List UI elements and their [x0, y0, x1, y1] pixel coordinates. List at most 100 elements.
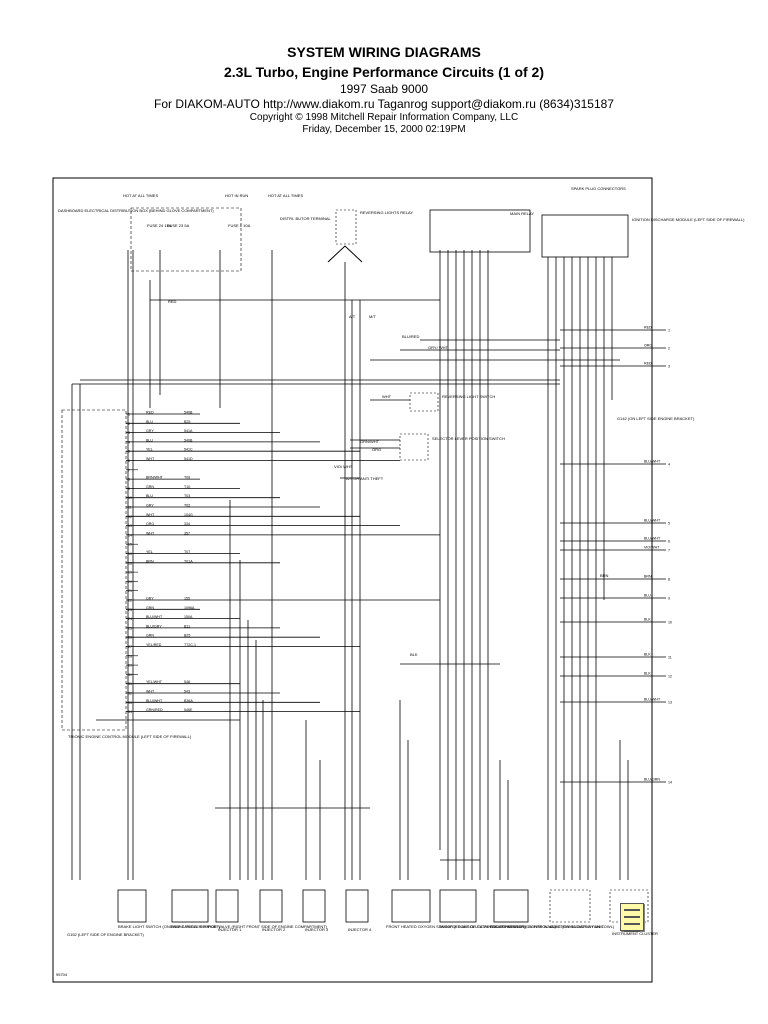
wire-label-blu-red: BLU/RED: [402, 334, 419, 339]
tcm-pin-color: BLU: [146, 420, 153, 424]
right-exit-color: BLU: [644, 594, 651, 598]
label-main-relay: MAIN RELAY: [510, 211, 534, 216]
right-exit-color: BLK: [644, 618, 651, 622]
injector-3-box: [302, 889, 326, 923]
label-boost-valve: BOOST PRESSURE CONTROL VALVE (ON RADIATO…: [490, 924, 615, 929]
right-exit-color: RED: [644, 362, 652, 366]
tcm-pin-number: 34: [128, 710, 132, 714]
tcm-pin-number: 30: [128, 673, 132, 677]
tcm-pin-color: BLU: [146, 438, 153, 442]
tcm-pin-number: 19: [128, 571, 132, 575]
right-exit-number: 11: [668, 656, 672, 660]
tcm-pin-color: WHT: [146, 690, 155, 694]
tcm-pin-circuit: 541A: [184, 429, 193, 433]
tcm-pin-color: GRY: [146, 429, 154, 433]
tcm-pin-number: 10: [128, 496, 132, 500]
label-selector-switch: SELECTOR LEVER POSITION SWITCH: [432, 436, 505, 441]
tcm-pin-color: RED: [146, 411, 154, 415]
tcm-pin-number: 27: [128, 645, 132, 649]
tcm-pin-circuit: B25: [184, 634, 190, 638]
label-injector-3: INJECTOR 3: [305, 927, 329, 932]
label-spark-plug: SPARK PLUG CONNECTORS: [571, 186, 626, 191]
distribution-box: [130, 207, 242, 272]
tcm-pin-color: GRY: [146, 504, 154, 508]
wire-label-mt: M/T: [369, 314, 376, 319]
diagram-subtitle: 2.3L Turbo, Engine Performance Circuits …: [224, 64, 544, 80]
reversing-relay-box: [335, 209, 357, 245]
tcm-pin-number: 16: [128, 552, 132, 556]
tcm-pin-number: 5: [128, 450, 130, 454]
main-relay-box: [429, 209, 531, 253]
tcm-pin-color: GRN/RED: [146, 708, 163, 712]
tcm-pin-color: GRN: [146, 634, 154, 638]
right-exit-color: BLU/WHT: [644, 519, 661, 523]
label-fuse-24: FUSE 24 15A: [147, 223, 172, 228]
tcm-pin-circuit: T07: [184, 550, 190, 554]
tcm-pin-circuit: 334: [184, 522, 190, 526]
right-exit-number: 10: [668, 621, 672, 625]
tcm-pin-circuit: 1096A: [184, 606, 195, 610]
right-exit-color: BLU/WHT: [644, 698, 661, 702]
right-exit-color: BLU/WHT: [644, 460, 661, 464]
label-g152: G152 (LEFT SIDE OF ENGINE BRACKET): [67, 932, 145, 937]
tcm-pin-color: WHT: [146, 531, 155, 535]
tcm-pin-number: 28: [128, 654, 132, 658]
right-exit-number: 2: [668, 347, 670, 351]
right-exit-layer: RED1ORG2RED3BLU/WHT4BLU/WHT5BLU/WHT6VIO/…: [560, 326, 672, 785]
tcm-pin-circuit: 541D: [184, 457, 193, 461]
label-injector-1: INJECTOR 1: [218, 927, 242, 932]
brake-switch-box: [117, 889, 147, 923]
tcm-pin-circuit: B36A: [184, 699, 193, 703]
tcm-pin-circuit: T03: [184, 494, 190, 498]
label-fuse-1: FUSE 1 10A: [228, 223, 251, 228]
label-dist-box: DASHBOARD ELECTRICAL DISTRIBUTION BOX (B…: [58, 208, 214, 213]
wire-label-blk: BLK: [410, 652, 418, 657]
wire-label-wht: WHT: [382, 394, 392, 399]
tcm-pin-number: 25: [128, 626, 132, 630]
right-exit-color: BLU/GRN: [644, 778, 660, 782]
tcm-pin-circuit: B11: [184, 624, 190, 628]
label-fuse-23: FUSE 23 5A: [167, 223, 190, 228]
tcm-pin-circuit: 155: [184, 597, 190, 601]
right-exit-number: 4: [668, 463, 670, 467]
wire-layer: [71, 250, 629, 880]
tcm-pin-color: BLU: [146, 494, 153, 498]
tcm-pin-number: 9: [128, 487, 130, 491]
right-exit-number: 7: [668, 549, 670, 553]
map-sensor-box: [439, 889, 477, 923]
right-exit-number: 1: [668, 329, 670, 333]
tcm-pin-number: 26: [128, 636, 132, 640]
tcm-pin-circuit: 543: [184, 690, 190, 694]
right-exit-number: 8: [668, 578, 670, 582]
right-exit-number: 14: [668, 781, 672, 785]
label-map-sensor: MANIFOLD ABSOLUTE PRESSURE SENSOR (ON FI…: [440, 924, 557, 929]
tcm-pin-number: 14: [128, 533, 132, 537]
label-hot-at-all-times-1: HOT AT ALL TIMES: [123, 193, 158, 198]
right-exit-color: ORG: [644, 344, 652, 348]
selector-switch-box: [399, 433, 429, 461]
reversing-switch-box: [409, 392, 439, 412]
tcm-pin-number: 23: [128, 608, 132, 612]
date-line: Friday, December 15, 2000 02:19PM: [302, 124, 466, 135]
right-exit-color: BLU/WHT: [644, 537, 661, 541]
wire-label-vio-wht: VIO/ WHT: [334, 464, 353, 469]
right-exit-number: 6: [668, 540, 670, 544]
tcm-pin-number: 4: [128, 440, 130, 444]
ignition-module-box: [541, 214, 629, 258]
right-exit-color: BLK: [644, 672, 651, 676]
tcm-pin-circuit: 540B: [184, 438, 193, 442]
tcm-pin-color: WHT: [146, 457, 155, 461]
o2-sensor-box: [391, 889, 431, 923]
tcm-pin-color: YEL: [146, 550, 153, 554]
diagram-frame: [52, 177, 653, 983]
label-evap-valve: EVAP CANISTER PURGE VALVE (RIGHT FRONT S…: [170, 924, 328, 929]
right-exit-color: BLK: [644, 653, 651, 657]
label-distributor: DISTRI- BUTOR TERMINAL: [280, 216, 332, 221]
tcm-pin-color: BLU/WHT: [146, 615, 163, 619]
sticky-note-icon[interactable]: [620, 903, 644, 932]
tcm-pin-circuit: 357: [184, 531, 190, 535]
tcm-pin-circuit: T72C-1: [184, 643, 196, 647]
tcm-pin-number: 6: [128, 459, 130, 463]
label-reversing-switch: REVERSING LIGHT SWITCH: [442, 394, 495, 399]
